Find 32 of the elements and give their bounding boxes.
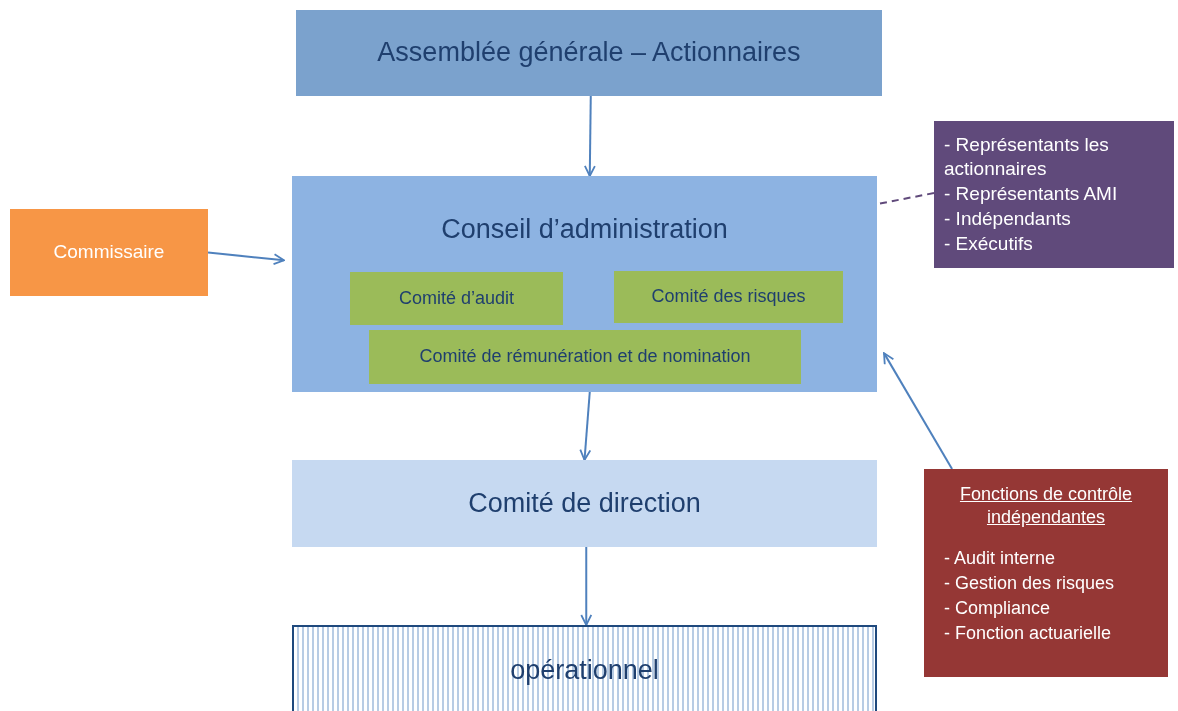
- box-label: Assemblée générale – Actionnaires: [377, 36, 801, 70]
- board-box: [292, 176, 877, 392]
- operations-box: [292, 625, 877, 711]
- box-label: Commissaire: [53, 240, 165, 265]
- control-functions-box: [924, 469, 1168, 677]
- list-item: - Exécutifs: [944, 231, 1033, 256]
- list-item: - Fonction actuarielle: [944, 622, 1112, 646]
- box-label: Comité de rémunération et de nomination: [419, 345, 751, 369]
- box-label: Comité des risques: [651, 285, 806, 309]
- general-assembly-box: [296, 10, 882, 96]
- arrow: [580, 546, 593, 626]
- list-item: - Indépendants: [944, 206, 1071, 231]
- arrow: [883, 352, 954, 470]
- arrow: [584, 95, 596, 177]
- box-label: Comité de direction: [468, 486, 701, 520]
- arrow: [579, 391, 592, 461]
- list-item: - Gestion des risques: [944, 571, 1115, 595]
- committee-box: [614, 271, 843, 323]
- committee-box: [369, 330, 801, 384]
- heading: Fonctions de contrôle indépendantes: [958, 483, 1134, 530]
- management-committee-box: [292, 460, 877, 547]
- arrow: [207, 251, 285, 266]
- list-item: - Représentants AMI: [944, 182, 1118, 207]
- list-item: - Audit interne: [944, 546, 1056, 570]
- box-label: opérationnel: [510, 654, 659, 687]
- committee-box: [350, 272, 563, 325]
- board-composition-box: [934, 121, 1174, 268]
- list-item: - Compliance: [944, 597, 1051, 621]
- list-item: - Représentants les actionnaires: [944, 132, 1110, 182]
- box-label: Conseil d’administration: [441, 213, 728, 246]
- auditor-box: [10, 209, 208, 296]
- box-label: Comité d’audit: [398, 286, 515, 310]
